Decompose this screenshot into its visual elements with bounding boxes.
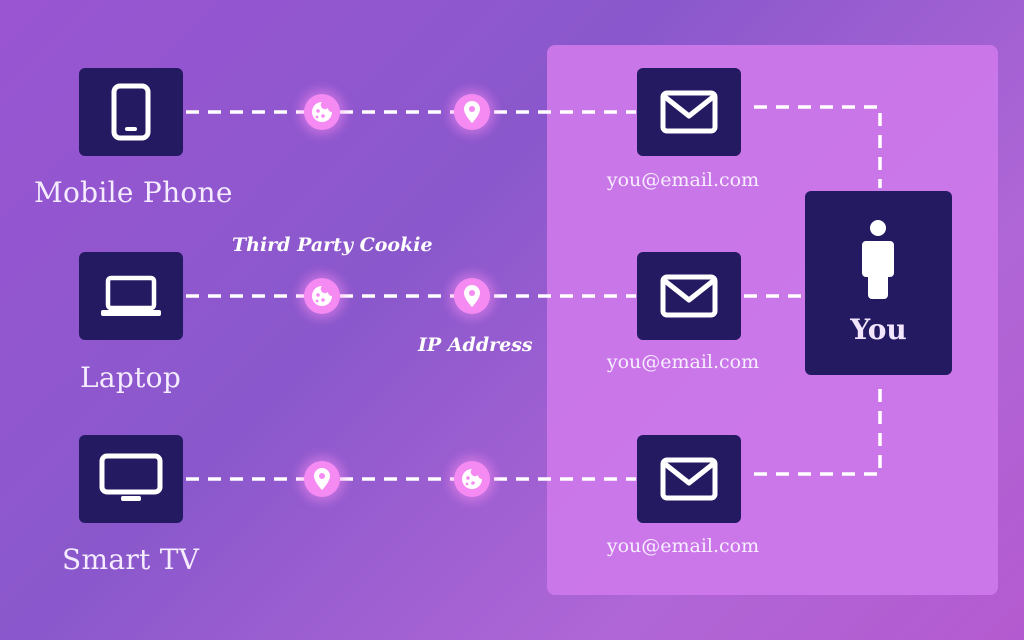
you-label: You (850, 313, 907, 346)
cookie-icon (312, 286, 332, 306)
you-tile: You (805, 191, 952, 375)
smart-tv-icon (99, 453, 163, 501)
email-label-1: you@email.com (606, 169, 760, 191)
device-label-laptop: Laptop (80, 361, 182, 394)
token-location-row1 (454, 94, 490, 130)
token-location-row2 (454, 278, 490, 314)
envelope-icon (660, 90, 718, 134)
location-pin-icon (464, 285, 480, 307)
email-tile-2 (637, 252, 741, 340)
token-cookie-row3 (454, 461, 490, 497)
laptop-icon (101, 275, 161, 316)
connector-email3-you (754, 380, 882, 476)
device-label-smart-tv: Smart TV (62, 543, 200, 576)
person-icon (862, 220, 894, 299)
device-label-mobile-phone: Mobile Phone (34, 176, 233, 209)
cookie-icon (312, 102, 332, 122)
cookie-icon (462, 469, 482, 489)
device-tile-smart-tv (79, 435, 183, 523)
email-tile-1 (637, 68, 741, 156)
connector-email1-you (754, 105, 882, 188)
envelope-icon (660, 457, 718, 501)
token-cookie-row2 (304, 278, 340, 314)
email-label-2: you@email.com (606, 351, 760, 373)
device-tile-mobile-phone (79, 68, 183, 156)
email-tile-3 (637, 435, 741, 523)
mobile-phone-icon (111, 83, 151, 141)
location-pin-icon (314, 468, 330, 490)
token-cookie-row1 (304, 94, 340, 130)
device-tile-laptop (79, 252, 183, 340)
annotation-third-party-cookie: Third Party Cookie (232, 234, 433, 256)
token-location-row3 (304, 461, 340, 497)
annotation-ip-address: IP Address (418, 334, 533, 356)
envelope-icon (660, 274, 718, 318)
email-label-3: you@email.com (606, 535, 760, 557)
location-pin-icon (464, 101, 480, 123)
